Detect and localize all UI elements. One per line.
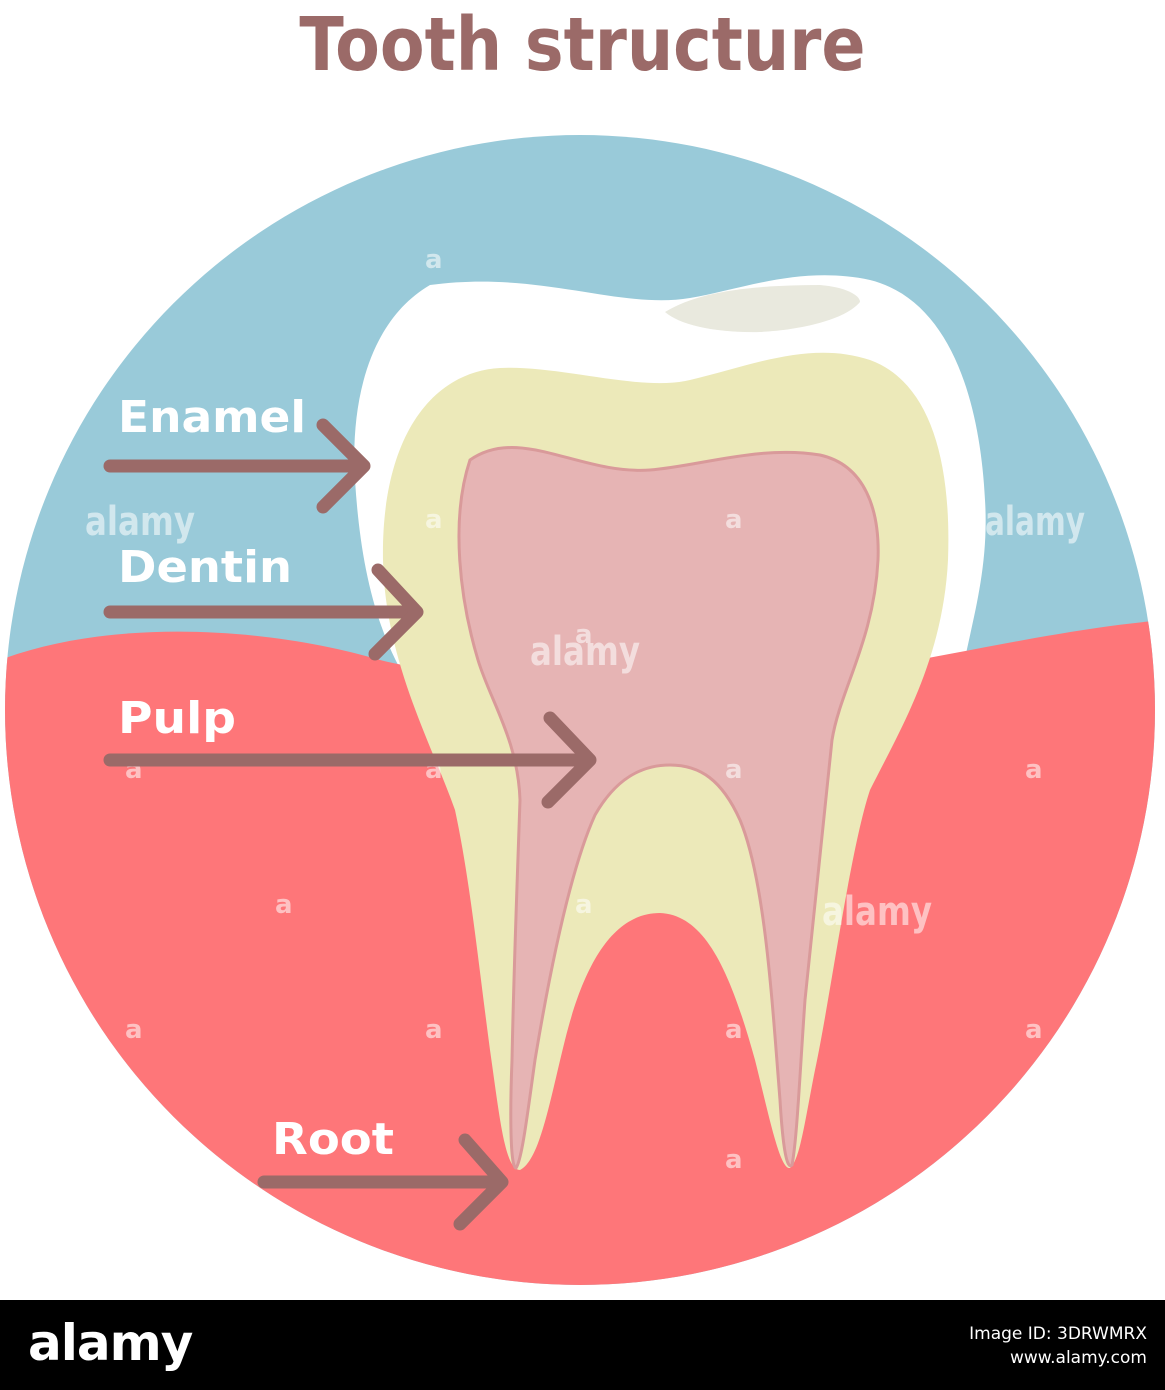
- watermark-mark: a: [1025, 245, 1043, 275]
- footer-url: www.alamy.com: [1009, 1348, 1147, 1368]
- watermark-mark: a: [575, 620, 593, 650]
- watermark-mark: a: [125, 1015, 143, 1045]
- pulp-label: Pulp: [118, 693, 236, 744]
- watermark-mark: a: [575, 890, 593, 920]
- enamel-arrow: [103, 418, 371, 514]
- tooth-diagram: alamy alamy alamy alamy a a a a a a a a …: [5, 135, 1155, 1285]
- watermark-mark: a: [1025, 1015, 1043, 1045]
- footer-image-info: Image ID: 3DRWMRX www.alamy.com: [969, 1322, 1147, 1370]
- watermark-mark: a: [275, 890, 293, 920]
- footer-brand-logo: alamy: [28, 1314, 193, 1372]
- watermark: alamy: [985, 499, 1085, 545]
- watermark-mark: a: [725, 1145, 743, 1175]
- watermark: alamy: [530, 629, 640, 675]
- watermark-mark: a: [425, 245, 443, 275]
- dentin-label: Dentin: [118, 542, 292, 593]
- pulp-arrow: [103, 711, 597, 809]
- pulp-shape: [457, 445, 880, 1170]
- root-arrow: [257, 1133, 509, 1231]
- watermark-mark: a: [425, 1015, 443, 1045]
- page-title: Tooth structure: [299, 2, 866, 88]
- dentin-arrow: [103, 563, 424, 661]
- watermark: alamy: [85, 499, 195, 545]
- enamel-cusp-shade: [665, 285, 860, 333]
- watermark: alamy: [822, 889, 932, 935]
- watermark-mark: a: [425, 505, 443, 535]
- enamel-label: Enamel: [118, 392, 306, 443]
- watermark-mark: a: [725, 505, 743, 535]
- watermark-mark: a: [1025, 755, 1043, 785]
- footer-image-id: Image ID: 3DRWMRX: [969, 1324, 1147, 1344]
- watermark-mark: a: [725, 1015, 743, 1045]
- watermark-mark: a: [725, 755, 743, 785]
- root-label: Root: [272, 1114, 394, 1165]
- diagram-circle: alamy alamy alamy alamy a a a a a a a a …: [5, 135, 1155, 1285]
- stock-footer-bar: alamy Image ID: 3DRWMRX www.alamy.com: [0, 1300, 1165, 1390]
